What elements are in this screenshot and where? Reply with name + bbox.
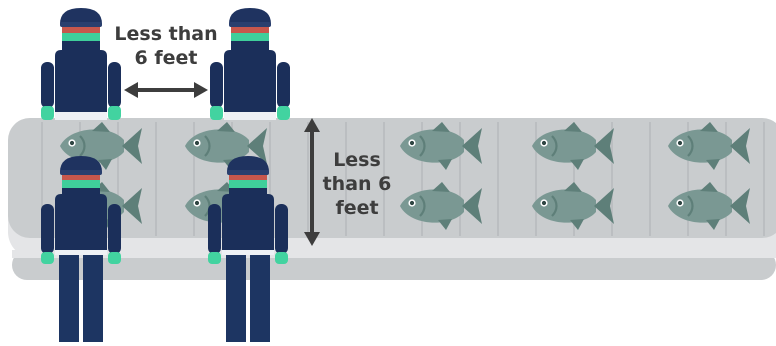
double-arrow-horizontal-icon [124, 82, 208, 98]
worker-icon [41, 8, 121, 120]
horizontal-distance-line1: Less than [112, 22, 220, 46]
horizontal-distance-line2: 6 feet [112, 46, 220, 70]
vertical-distance-line2: than 6 [318, 172, 396, 196]
worker-icon [210, 8, 290, 120]
vertical-distance-line1: Less [318, 148, 396, 172]
worker-top-right [210, 8, 290, 120]
horizontal-distance-label: Less than 6 feet [112, 22, 220, 70]
worker-top-left [41, 8, 121, 120]
vertical-distance-label: Less than 6 feet [318, 148, 396, 220]
vertical-distance-line3: feet [318, 196, 396, 220]
